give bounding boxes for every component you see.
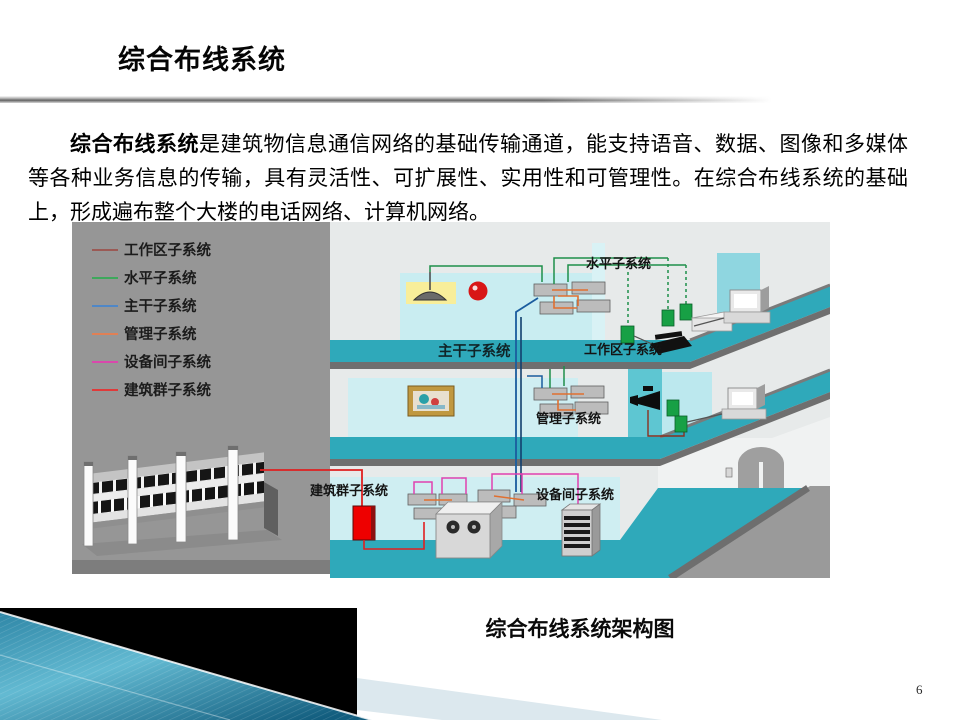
building-icon: [82, 445, 282, 556]
patch-panel-floor1-icon: [533, 281, 611, 315]
patch-jumpers-floor2: [552, 393, 584, 411]
legend-label-campus: 建筑群子系统: [124, 381, 211, 399]
painting-icon: [407, 385, 455, 417]
footer-pale-band: [357, 678, 662, 720]
label-workarea-subsystem: 工作区子系统: [584, 342, 662, 357]
label-backbone-subsystem: 主干子系统: [438, 342, 511, 360]
floor2-slab-rim: [330, 392, 830, 466]
telephone-icon: [633, 331, 692, 354]
footer-decoration: [0, 608, 662, 720]
paragraph-line-1: 综合布线系统是建筑物信息通信网络的基础传输通道，能支持语音、数据、图像和多媒体: [28, 127, 908, 161]
ceiling-lamp-icon: [406, 272, 456, 304]
computer-icon-floor2: [686, 384, 767, 423]
legend-item: 管理子系统: [92, 325, 197, 343]
legend-item: 水平子系统: [92, 269, 197, 287]
computer-icon-floor1: [693, 286, 771, 327]
campus-cable: [260, 469, 363, 506]
backbone-cable-1: [515, 297, 539, 492]
label-equipmentroom-subsystem: 设备间子系统: [536, 487, 614, 502]
camera-icon: [630, 386, 660, 410]
paragraph-line-3: 上，形成遍布整个大楼的电话网络、计算机网络。: [28, 200, 490, 224]
server-rack-icon: [560, 503, 602, 557]
title-divider: [0, 96, 792, 103]
paragraph-lead-bold: 综合布线系统: [70, 132, 199, 156]
paragraph-line-1-text: 是建筑物信息通信网络的基础传输通道，能支持语音、数据、图像和多媒体: [199, 132, 908, 156]
legend-item: 设备间子系统: [92, 353, 211, 371]
label-management-subsystem: 管理子系统: [536, 411, 601, 426]
floor1-slab: [330, 285, 830, 362]
label-horizontal-subsystem: 水平子系统: [586, 256, 651, 271]
campus-cable-2: [363, 522, 425, 550]
patch-jumpers-floor1: [552, 289, 588, 309]
footer-arrow-highlight: [0, 611, 373, 720]
footer-arrow-inner-line: [0, 654, 231, 720]
page-title: 综合布线系统: [118, 45, 286, 75]
paragraph-line-2: 等各种业务信息的传输，具有灵活性、可扩展性、实用性和可管理性。在综合布线系统的基…: [28, 166, 908, 190]
legend-item: 建筑群子系统: [92, 381, 211, 399]
label-campus-subsystem: 建筑群子系统: [310, 483, 388, 498]
wall-ground-right-white: [658, 417, 830, 488]
cabling-architecture-diagram: 工作区子系统 水平子系统 主干子系统 管理子系统 设备间子系统 建筑群子系统: [72, 222, 830, 578]
diagram-bottom-rim: [72, 560, 330, 574]
legend-label-equipmentroom: 设备间子系统: [124, 353, 211, 371]
wall-outlet-icons-floor2: [666, 399, 688, 433]
distribution-box-icon: [352, 505, 376, 541]
body-paragraph: 综合布线系统是建筑物信息通信网络的基础传输通道，能支持语音、数据、图像和多媒体 …: [28, 127, 908, 229]
door-icon: [725, 447, 784, 488]
horizontal-cabling: [553, 257, 687, 326]
diagram-bottom-gap: [72, 574, 330, 578]
floor2-slab: [330, 370, 830, 459]
legend-item: 工作区子系统: [92, 241, 211, 259]
page-number: 6: [916, 682, 923, 697]
equipment-room-cabling: [413, 473, 579, 508]
wall-outlet-icons-floor1: [620, 303, 693, 344]
legend-item: 主干子系统: [92, 297, 197, 315]
diagram-caption: 综合布线系统架构图: [485, 617, 675, 641]
lamp-horizontal-cable: [429, 265, 543, 282]
legend-label-horizontal: 水平子系统: [124, 269, 197, 287]
fire-alarm-icon: [468, 281, 488, 301]
ground-slab-rim: [668, 485, 810, 578]
floor2-feed-cables: [527, 366, 565, 388]
diagram-legend: 工作区子系统 水平子系统 主干子系统 管理子系统 设备间子系统 建筑群子系统: [92, 241, 211, 399]
legend-label-workarea: 工作区子系统: [124, 241, 211, 259]
divider-fade: [542, 96, 792, 103]
floor1-slab-rim: [330, 307, 830, 369]
equipment-cabinet-icon: [435, 501, 503, 559]
legend-label-management: 管理子系统: [124, 325, 197, 343]
legend-label-backbone: 主干子系统: [124, 297, 197, 315]
